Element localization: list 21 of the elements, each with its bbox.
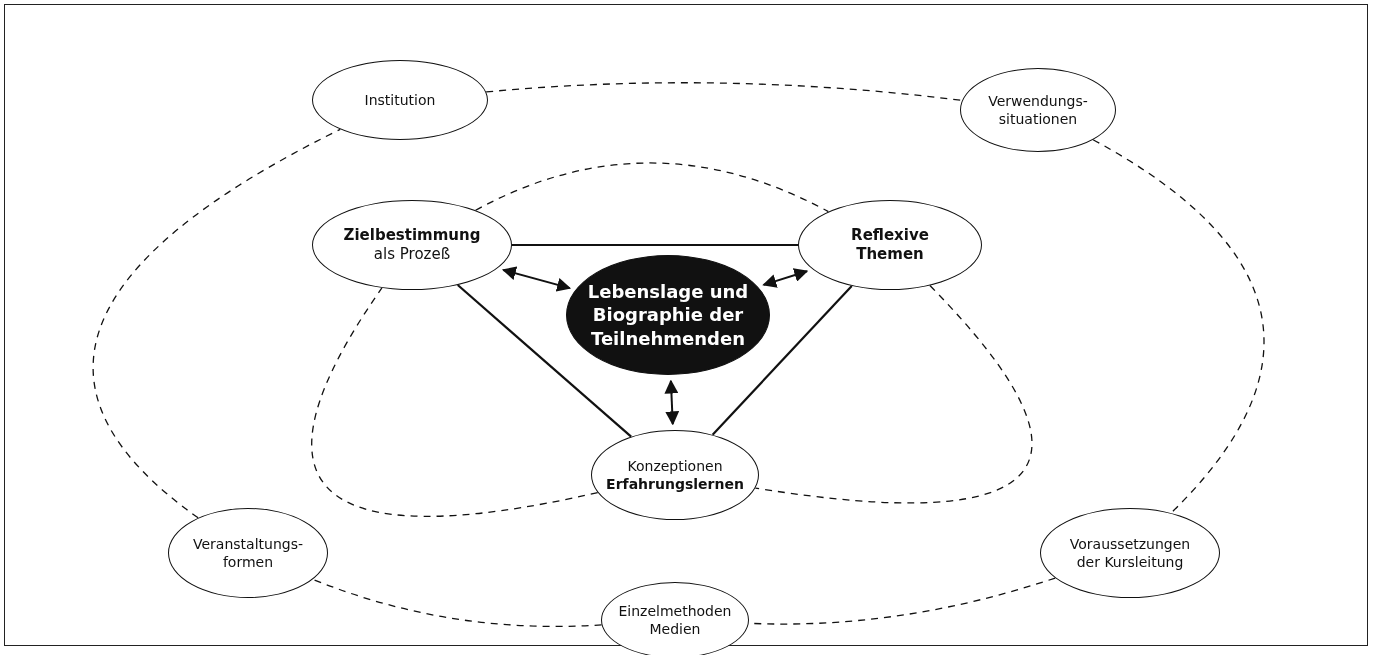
dashed-connector [485,82,963,102]
node-label: Voraussetzungen der Kursleitung [1068,534,1192,572]
dashed-connector [312,578,603,628]
dashed-connector [311,287,599,517]
connector-line [457,284,632,438]
double-arrow [664,379,680,426]
node-label: Institution [363,90,437,110]
dashed-connector [92,128,341,519]
node-label: Verwendungs- situationen [987,91,1089,129]
node-label: Reflexive Themen [850,225,930,265]
node-label: Veranstaltungs- formen [192,534,304,572]
double-arrow [501,266,572,292]
node-label: Lebenslage und Biographie der Teilnehmenden [586,279,750,351]
connector-line [512,243,798,247]
double-arrow [762,268,809,288]
node-label: Konzeptionen Erfahrungslernen [605,456,745,494]
dashed-connector [474,162,829,213]
connector-line [711,285,853,436]
node-label: Zielbestimmung als Prozeß [342,225,482,265]
node-label: Einzelmethoden Medien [617,601,733,639]
dashed-connector [1092,139,1265,514]
